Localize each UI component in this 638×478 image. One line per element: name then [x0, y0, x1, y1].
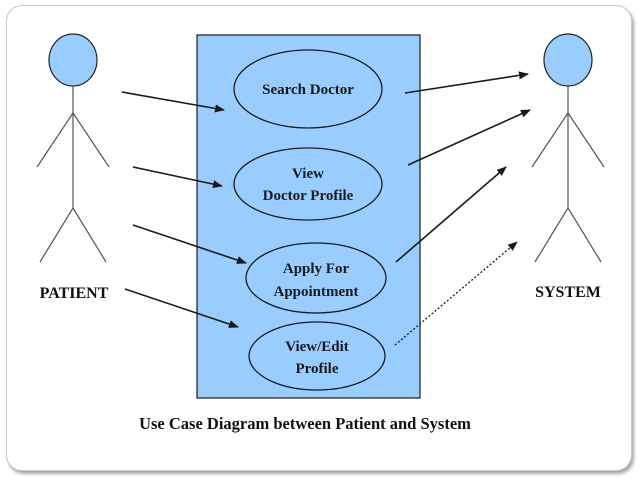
- use-case-label-line-1: Apply For: [283, 261, 350, 277]
- system-head: [543, 33, 593, 87]
- use-case-label-line-1: View: [292, 166, 324, 182]
- arrow-patient-view-edit-profile: [124, 288, 239, 328]
- diagram-caption: Use Case Diagram between Patient and Sys…: [139, 414, 471, 433]
- patient-label: PATIENT: [40, 285, 109, 302]
- use-case-label-line-2: Profile: [295, 361, 338, 377]
- arrow-search-doctor-system: [404, 71, 529, 94]
- system-associations: [394, 71, 531, 346]
- system-left-leg: [534, 207, 569, 263]
- patient-actor: [36, 33, 110, 263]
- patient-left-arm: [36, 112, 74, 168]
- use-case-apply-for-appointment: Apply For Appointment: [245, 242, 387, 314]
- use-case-ellipse: [233, 49, 383, 129]
- patient-right-leg: [72, 207, 107, 263]
- system-left-arm: [531, 112, 569, 168]
- use-case-label: Search Doctor: [262, 82, 354, 98]
- use-case-label-line-2: Appointment: [273, 284, 358, 300]
- use-case-ellipse: [248, 321, 386, 391]
- patient-left-leg: [39, 207, 74, 263]
- arrow-view-edit-profile-system: [394, 241, 518, 346]
- use-case-ellipse: [233, 147, 383, 221]
- use-case-search-doctor: Search Doctor: [233, 49, 383, 129]
- system-right-leg: [567, 207, 602, 263]
- system-label: SYSTEM: [535, 284, 601, 301]
- use-case-view-doctor-profile: View Doctor Profile: [233, 147, 383, 221]
- patient-associations: [121, 91, 247, 328]
- use-case-label-line-1: View/Edit: [285, 339, 349, 355]
- system-actor: [531, 33, 605, 263]
- patient-right-arm: [72, 112, 110, 168]
- use-case-view-edit-profile: View/Edit Profile: [248, 321, 386, 391]
- use-case-ellipse: [245, 242, 387, 314]
- arrow-patient-view-doctor-profile: [132, 166, 223, 189]
- arrow-view-doctor-profile-system: [407, 109, 531, 166]
- use-case-label-line-2: Doctor Profile: [263, 188, 354, 204]
- arrow-patient-search-doctor: [121, 91, 225, 113]
- arrow-patient-apply-appointment: [132, 224, 247, 264]
- system-right-arm: [567, 112, 605, 168]
- arrow-apply-appointment-system: [395, 166, 507, 263]
- patient-head: [48, 33, 98, 87]
